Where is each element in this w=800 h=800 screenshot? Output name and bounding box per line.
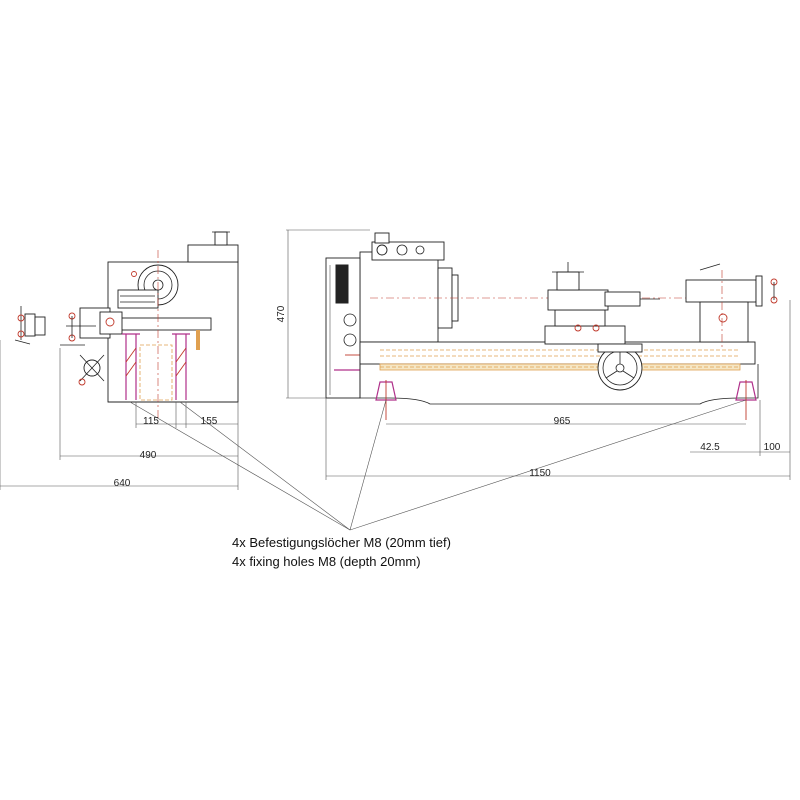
tailstock (685, 279, 757, 303)
dim-155: 155 (201, 416, 218, 427)
headstock (359, 251, 439, 343)
dim-470: 470 (276, 305, 287, 322)
dimension-lines (0, 229, 791, 531)
dim-42-5: 42.5 (700, 442, 720, 453)
carriage (544, 325, 626, 345)
lathe-bed (359, 341, 756, 365)
dim-965: 965 (554, 416, 571, 427)
fixing-holes-note-en: 4x fixing holes M8 (depth 20mm) (232, 554, 421, 569)
front-view (325, 232, 778, 420)
fixing-holes-note-de: 4x Befestigungslöcher M8 (20mm tief) (232, 535, 451, 550)
dim-640: 640 (114, 478, 131, 489)
side-handwheel (14, 306, 46, 345)
dim-490: 490 (140, 450, 157, 461)
end-view (14, 231, 239, 420)
dim-1150: 1150 (529, 468, 551, 479)
dim-100: 100 (764, 442, 781, 453)
dim-115: 115 (143, 416, 159, 427)
